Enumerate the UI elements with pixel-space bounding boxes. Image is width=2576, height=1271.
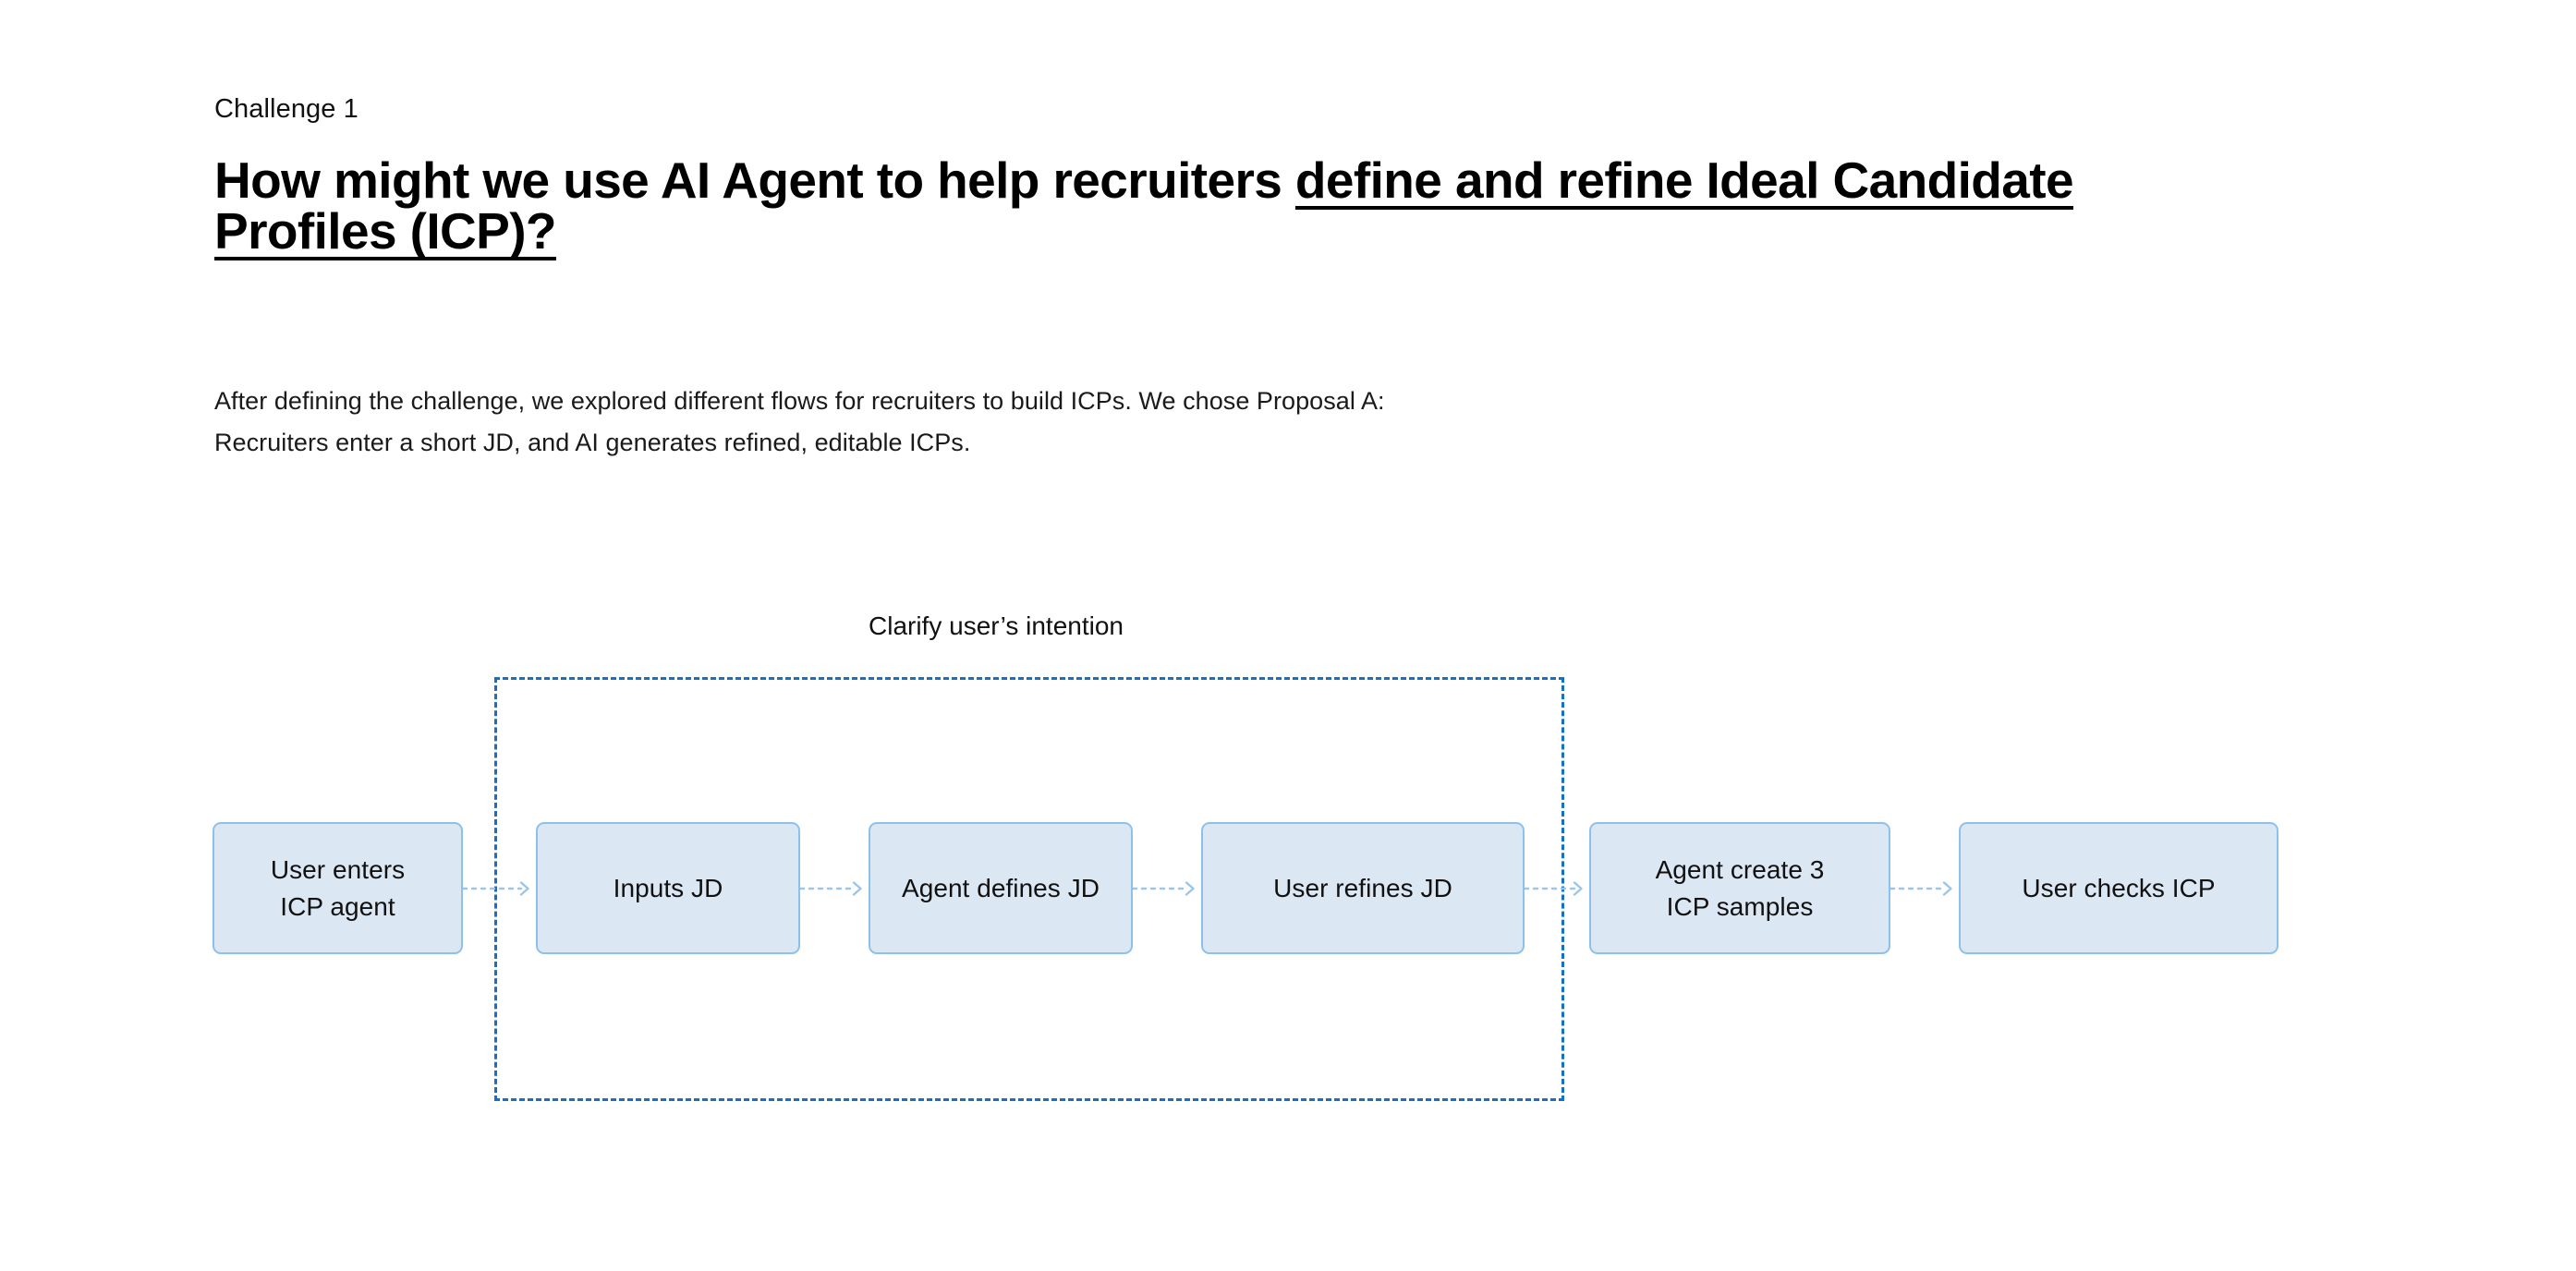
connector-arrow-5 <box>1889 881 1959 896</box>
flow-node-label-line1: User refines JD <box>1273 873 1452 902</box>
connector-arrow-1 <box>461 881 536 896</box>
flow-node-user-enters-icp-agent[interactable]: User enters ICP agent <box>213 822 463 954</box>
challenge-eyebrow: Challenge 1 <box>214 94 358 124</box>
body-paragraph: After defining the challenge, we explore… <box>214 381 1877 464</box>
group-label-clarify-user-intention: Clarify user’s intention <box>869 611 1124 640</box>
body-line-1: After defining the challenge, we explore… <box>214 387 1385 415</box>
flow-node-label-line1: Agent create 3 <box>1655 854 1825 884</box>
flow-node-label-line1: Inputs JD <box>613 873 723 902</box>
flow-node-agent-defines-jd[interactable]: Agent defines JD <box>869 822 1133 954</box>
connector-arrow-2 <box>798 881 869 896</box>
body-line-2: Recruiters enter a short JD, and AI gene… <box>214 428 971 456</box>
flow-node-label-line2: ICP samples <box>1666 891 1814 921</box>
flow-node-inputs-jd[interactable]: Inputs JD <box>536 822 800 954</box>
page-title-underlined: define and refine Ideal Candidate Profil… <box>214 151 2074 260</box>
flow-node-user-refines-jd[interactable]: User refines JD <box>1201 822 1525 954</box>
page-title: How might we use AI Agent to help recrui… <box>214 155 2201 257</box>
flow-node-label-line1: User checks ICP <box>2022 873 2216 902</box>
flow-node-label-line1: User enters <box>270 854 406 884</box>
connector-arrow-4 <box>1523 881 1589 896</box>
connector-arrow-3 <box>1131 881 1201 896</box>
flow-node-label-line1: Agent defines JD <box>901 873 1100 902</box>
flow-node-agent-create-3-icp-samples[interactable]: Agent create 3 ICP samples <box>1589 822 1890 954</box>
clarify-user-intention-group-boundary <box>494 677 1564 1101</box>
flow-node-label-line2: ICP agent <box>280 891 395 921</box>
page-title-plain: How might we use AI Agent to help recrui… <box>214 151 1295 209</box>
flow-node-user-checks-icp[interactable]: User checks ICP <box>1959 822 2278 954</box>
